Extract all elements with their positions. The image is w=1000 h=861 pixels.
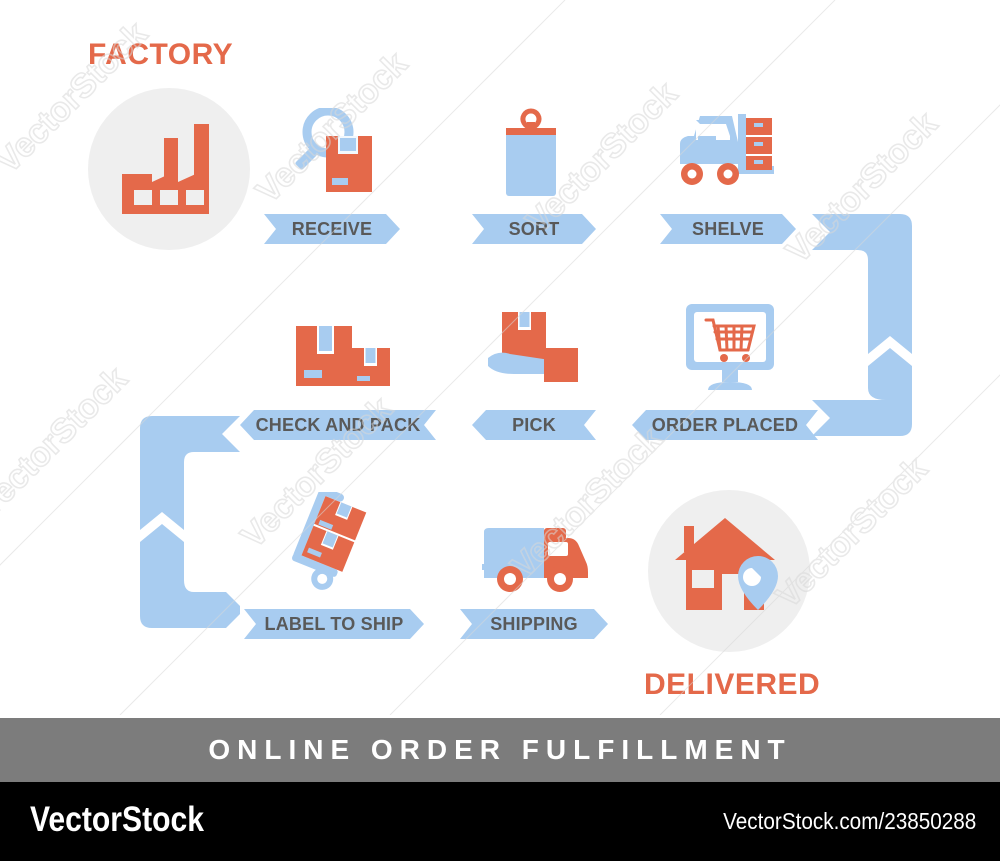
step-ribbon-check-and-pack[interactable]: CHECK AND PACK	[240, 410, 436, 440]
step-ribbon-shipping[interactable]: SHIPPING	[460, 609, 608, 639]
step-ribbon-order-placed[interactable]: ORDER PLACED	[632, 410, 818, 440]
hand-box-icon	[488, 312, 578, 382]
step-label: SHELVE	[692, 218, 764, 239]
delivered-heading: DELIVERED	[644, 668, 821, 701]
step-ribbon-pick[interactable]: PICK	[472, 410, 596, 440]
credit-bar: VectorStock VectorStock.com/23850288	[0, 782, 1000, 861]
vectorstock-logo: VectorStock	[30, 800, 204, 839]
step-ribbon-sort[interactable]: SORT	[472, 214, 596, 244]
connector-right	[812, 214, 912, 436]
factory-heading: FACTORY	[88, 38, 234, 71]
step-ribbon-shelve[interactable]: SHELVE	[660, 214, 796, 244]
step-label: RECEIVE	[291, 218, 373, 239]
step-label: CHECK AND PACK	[255, 414, 421, 435]
forklift-icon	[680, 114, 774, 185]
step-ribbon-label-to-ship[interactable]: LABEL TO SHIP	[244, 609, 424, 639]
infographic-title: ONLINE ORDER FULFILLMENT	[208, 734, 792, 765]
magnifier-box-icon	[295, 108, 372, 192]
house-pin-icon	[675, 518, 778, 610]
clipboard-icon	[506, 108, 556, 196]
delivery-truck-icon	[482, 528, 588, 592]
step-label: LABEL TO SHIP	[264, 613, 404, 634]
step-label: SORT	[508, 218, 560, 239]
hand-truck-icon	[291, 492, 367, 590]
step-label: SHIPPING	[490, 613, 578, 634]
step-ribbon-receive[interactable]: RECEIVE	[264, 214, 400, 244]
step-label: ORDER PLACED	[651, 414, 799, 435]
connector-left	[140, 416, 240, 628]
svg-text:VectorStock: VectorStock	[0, 360, 135, 526]
step-label: PICK	[512, 414, 556, 435]
infographic-title-bar: ONLINE ORDER FULFILLMENT	[0, 718, 1000, 782]
vectorstock-url: VectorStock.com/23850288	[722, 808, 976, 834]
two-boxes-icon	[296, 326, 390, 386]
factory-icon	[122, 124, 209, 214]
monitor-cart-icon	[686, 304, 774, 390]
